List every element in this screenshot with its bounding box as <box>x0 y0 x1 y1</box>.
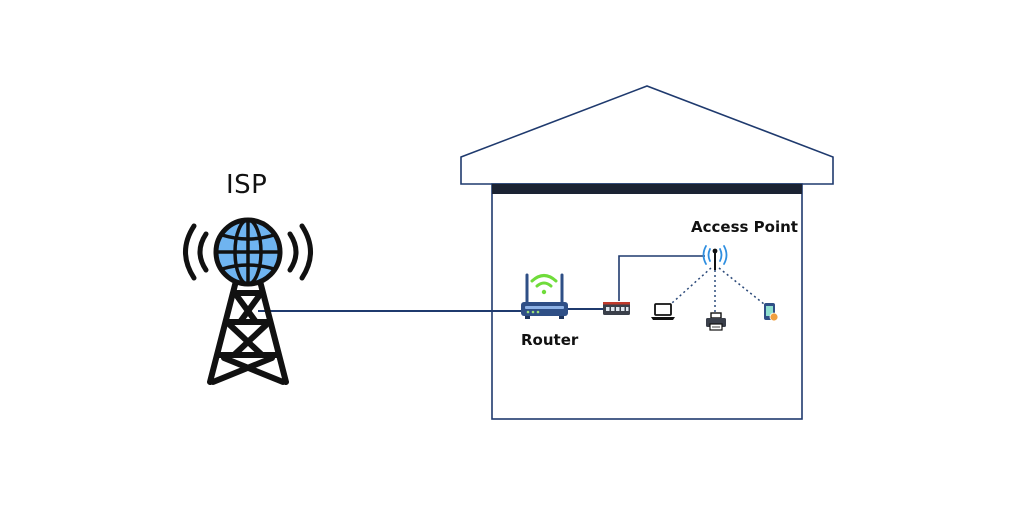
house-wall <box>491 183 803 420</box>
cell-tower-globe-icon <box>183 217 313 385</box>
house <box>460 85 834 420</box>
wifi-router-icon <box>521 273 568 319</box>
laptop-icon <box>651 303 675 320</box>
wired-links <box>258 255 705 312</box>
wireless-links <box>671 267 765 312</box>
house-roof <box>460 85 834 185</box>
wireless-antenna-icon <box>702 245 728 270</box>
router-label: Router <box>521 331 579 349</box>
access-point-label: Access Point <box>691 218 798 236</box>
house-roof-band <box>492 184 802 194</box>
network-switch-icon <box>603 302 630 315</box>
smartphone-icon <box>764 303 779 322</box>
isp-label: ISP <box>226 170 268 200</box>
ap-to-laptop-link <box>671 267 712 304</box>
switch-to-access-point-cable <box>618 255 705 301</box>
printer-icon <box>706 312 726 331</box>
